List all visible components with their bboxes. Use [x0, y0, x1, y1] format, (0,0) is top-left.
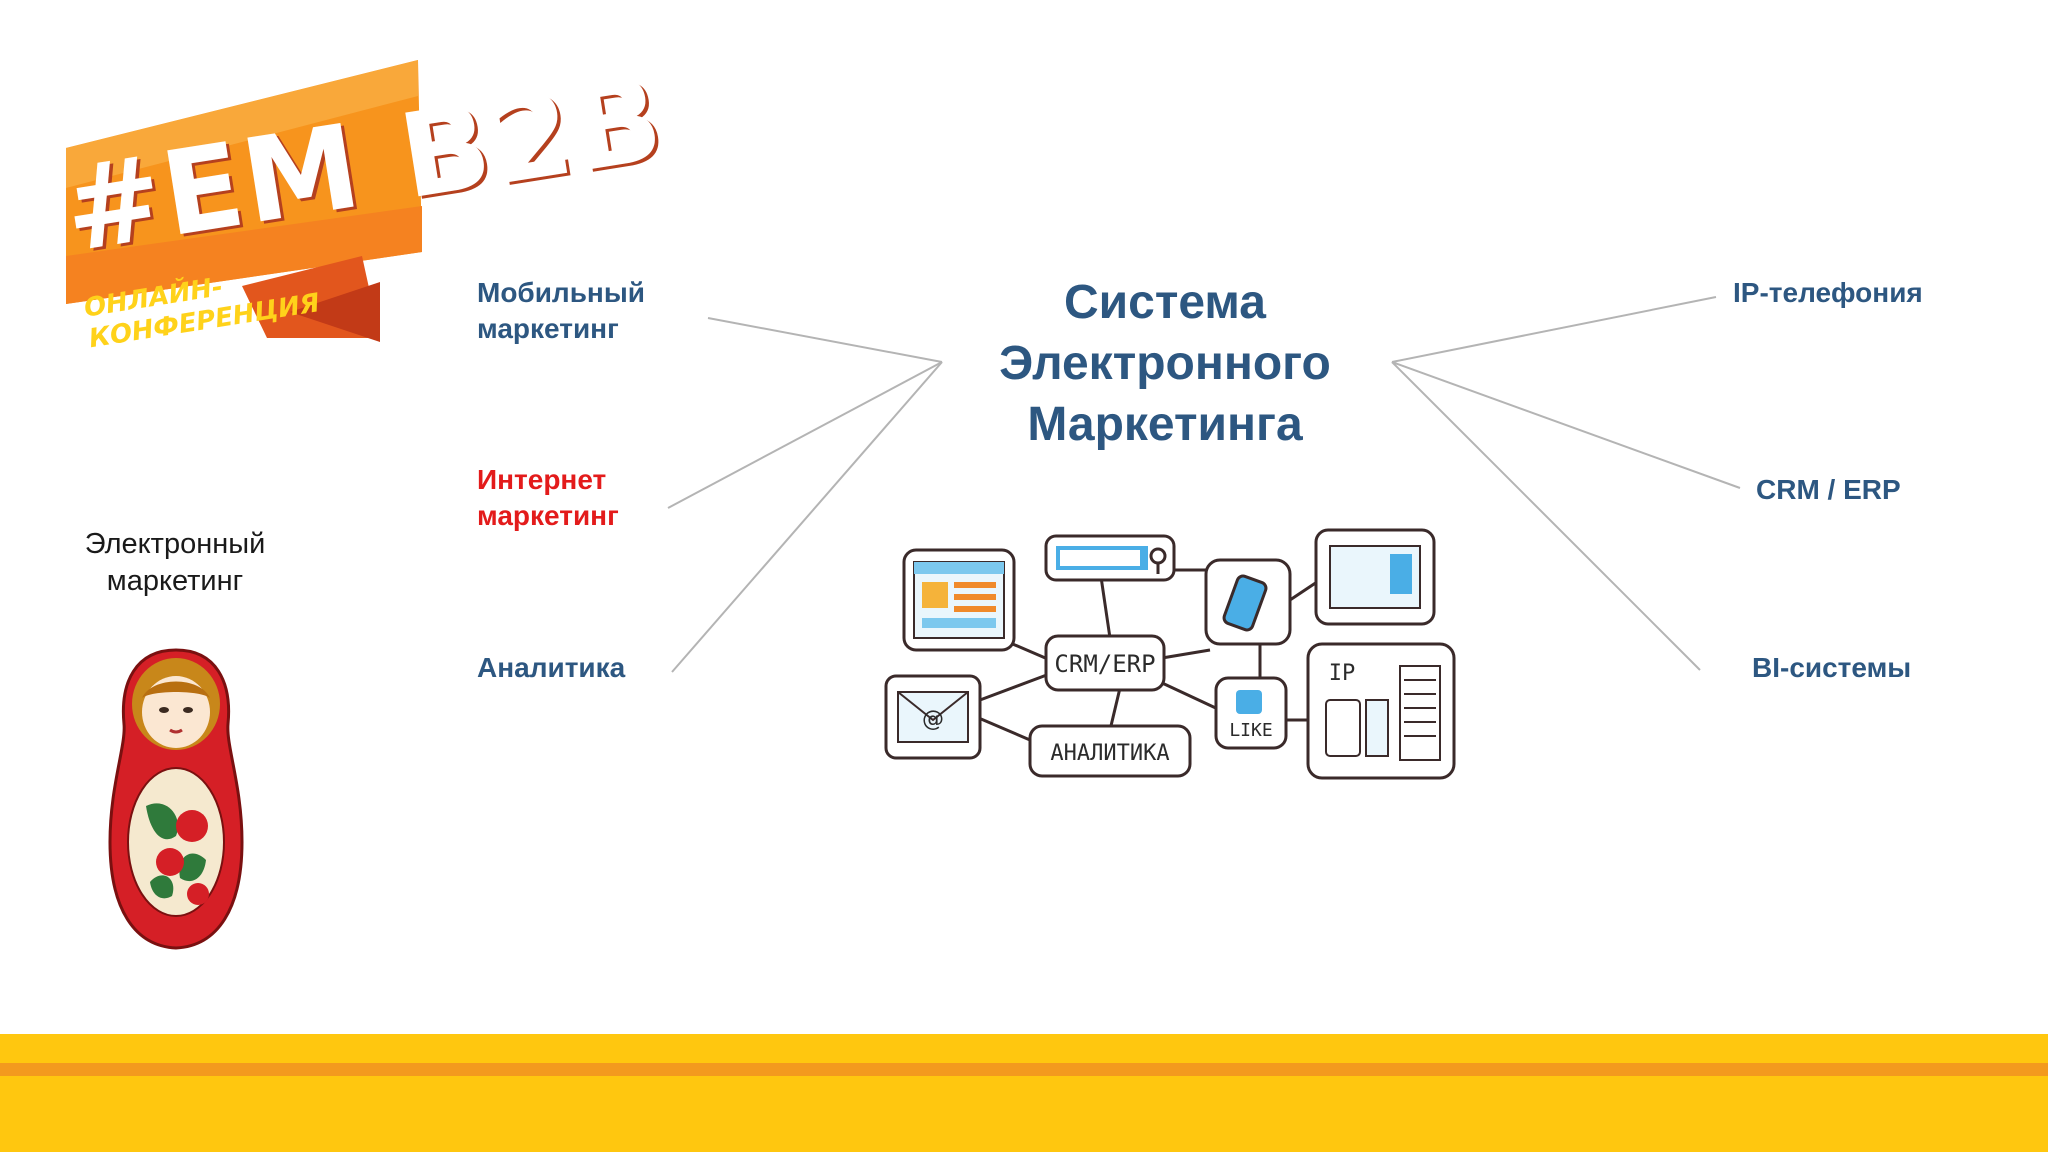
branch-ip-telephony: IP-телефония: [1733, 277, 1923, 308]
crm-erp-text: CRM/ERP: [1054, 650, 1155, 678]
branch-internet-marketing: Интернет маркетинг: [477, 464, 619, 531]
branch-analytics: Аналитика: [477, 652, 626, 683]
center-title: Система Электронного Маркетинга: [999, 276, 1331, 451]
crm-erp-box: CRM/ERP: [1044, 634, 1166, 692]
browser-window-icon: [902, 548, 1016, 652]
like-text: LIKE: [1229, 720, 1272, 741]
mobile-phone-icon: [1204, 558, 1292, 646]
electronic-marketing-label: Электронный маркетинг: [84, 528, 266, 597]
conference-logo: #EM B2B ОНЛАЙН- КОНФЕРЕНЦИЯ: [55, 51, 672, 354]
email-envelope-icon: @: [884, 674, 982, 760]
analytics-text: АНАЛИТИКА: [1050, 741, 1169, 766]
monitor-icon: [1314, 528, 1436, 626]
branch-bi-systems: BI-системы: [1752, 652, 1912, 683]
matryoshka-doll-icon: [108, 648, 244, 950]
footer-band: [0, 1034, 2048, 1152]
branch-mobile-marketing: Мобильный маркетинг: [477, 277, 645, 344]
ip-phone-server-icon: IP: [1306, 642, 1456, 780]
search-bar-icon: [1044, 534, 1176, 582]
ip-text: IP: [1329, 661, 1356, 686]
analytics-box: АНАЛИТИКА: [1028, 724, 1192, 778]
logo-banner-shape: [66, 60, 422, 342]
at-sign-text: @: [922, 707, 944, 732]
marketing-system-illustration: CRM/ERP LIKE IP @ АНАЛИТИКА: [884, 528, 1456, 780]
like-icon: LIKE: [1214, 676, 1288, 750]
footer-stripe: [0, 1063, 2048, 1076]
branch-crm-erp: CRM / ERP: [1756, 474, 1901, 505]
